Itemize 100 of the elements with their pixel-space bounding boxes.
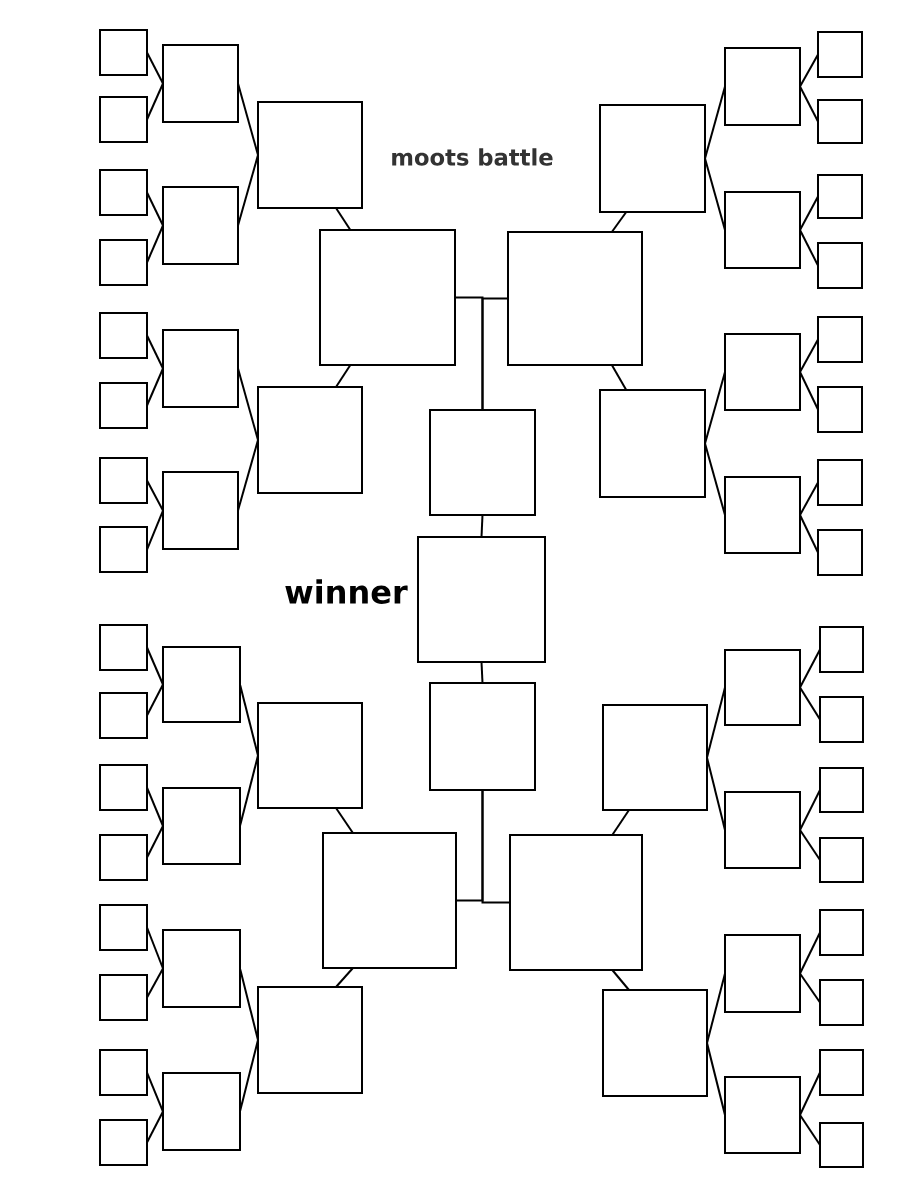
connector-line [237, 154, 259, 227]
bracket-box [724, 649, 801, 726]
connector-line [146, 926, 164, 970]
connector-line [704, 442, 726, 516]
bracket-box [817, 174, 863, 219]
bracket-box [819, 626, 864, 673]
bracket-box [819, 767, 864, 813]
connector-line [239, 1039, 259, 1113]
bracket-box [99, 96, 148, 143]
bracket-box [599, 389, 706, 498]
bracket-box [429, 682, 536, 791]
connector-line [146, 367, 164, 407]
bracket-box [162, 329, 239, 408]
connector-line [239, 683, 259, 757]
connector-line [146, 683, 164, 717]
connector-line [704, 371, 726, 445]
bracket-box [724, 934, 801, 1013]
connector-line [146, 82, 164, 121]
connector-line [335, 967, 354, 988]
bracket-box [724, 191, 801, 269]
bracket-box [162, 646, 241, 723]
connector-line [480, 514, 484, 538]
bracket-box [724, 476, 801, 554]
connector-line [146, 509, 164, 551]
bracket-box [99, 382, 148, 429]
bracket-box [257, 986, 363, 1094]
bracket-box [507, 231, 643, 366]
bracket-box [99, 239, 148, 286]
connector-line [799, 789, 821, 831]
connector-line [335, 364, 352, 388]
bracket-box [817, 386, 863, 433]
bracket-box [162, 44, 239, 123]
connector-line [799, 829, 821, 861]
connector-line [706, 1042, 726, 1116]
bracket-box [99, 764, 148, 811]
bracket-box [319, 229, 456, 366]
bracket-box [99, 974, 148, 1021]
connector-line [799, 195, 819, 231]
connector-line [706, 686, 726, 759]
connector-line [146, 825, 164, 859]
bracket-box [724, 333, 801, 411]
bracket-box [322, 832, 457, 969]
bracket-box [819, 1049, 864, 1096]
bracket-box [509, 834, 643, 971]
bracket-box [99, 312, 148, 359]
bracket-box [819, 909, 864, 956]
connector-line [611, 969, 630, 991]
bracket-box [162, 787, 241, 865]
bracket-box [162, 471, 239, 550]
connector-line [146, 646, 164, 686]
bracket-box [817, 529, 863, 576]
bracket-box [99, 1049, 148, 1096]
connector-line [237, 82, 259, 156]
connector-line [799, 1071, 821, 1116]
connector-line [799, 85, 819, 123]
bracket-box [257, 386, 363, 494]
connector-line [611, 809, 630, 836]
connector-line [481, 789, 511, 904]
bracket-box [819, 979, 864, 1026]
bracket-box [724, 1076, 801, 1154]
connector-line [799, 229, 819, 267]
connector-line [146, 786, 164, 827]
bracket-box [724, 791, 801, 869]
connector-line [239, 967, 259, 1041]
connector-line [610, 211, 628, 233]
connector-line [610, 364, 628, 391]
connector-line [335, 807, 354, 834]
bracket-box [99, 624, 148, 671]
bracket-box [99, 457, 148, 504]
connector-line [239, 754, 259, 827]
connector-line [704, 85, 726, 160]
connector-line [146, 1110, 164, 1144]
connector-line [480, 661, 484, 684]
bracket-box [257, 702, 363, 809]
connector-line [237, 367, 259, 441]
bracket-box [819, 837, 864, 883]
connector-line [706, 756, 726, 831]
bracket-box [817, 242, 863, 289]
connector-line [335, 207, 352, 231]
connector-line [146, 191, 164, 227]
bracket-box [817, 99, 863, 144]
bracket-box [162, 186, 239, 265]
connector-line [799, 1114, 821, 1146]
bracket-box [99, 1119, 148, 1166]
bracket-box [724, 47, 801, 126]
bracket-box [99, 169, 148, 216]
connector-line [481, 297, 509, 411]
connector-line [799, 972, 821, 1004]
bracket-box [599, 104, 706, 213]
connector-line [704, 157, 726, 231]
connector-line [799, 648, 821, 689]
connector-line [146, 51, 164, 85]
bracket-box [162, 1072, 241, 1151]
bracket-box [819, 1122, 864, 1168]
connector-line [146, 1071, 164, 1113]
connector-line [237, 439, 259, 512]
connector-line [799, 931, 821, 975]
bracket-box [99, 526, 148, 573]
bracket-box [817, 459, 863, 506]
bracket-box [99, 904, 148, 951]
